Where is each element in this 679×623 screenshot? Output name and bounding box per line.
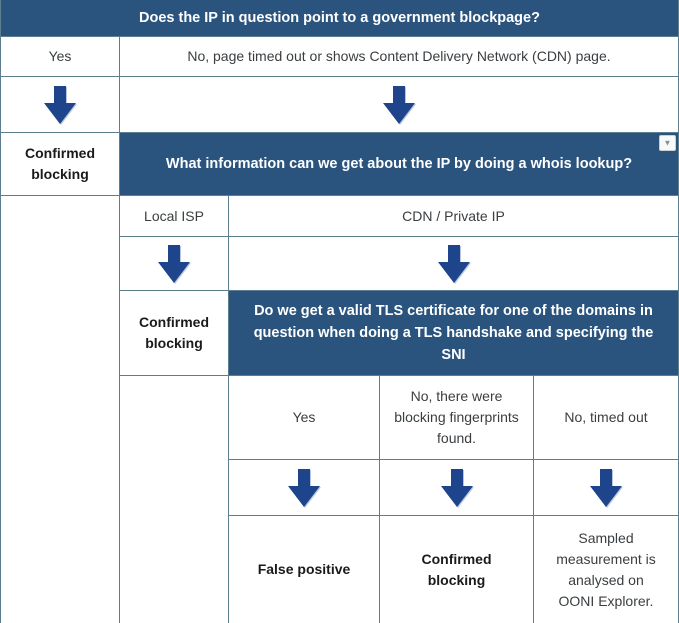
answer-q3-no-timed-out: No, timed out <box>564 409 648 425</box>
answer-q3-yes-cell: Yes <box>229 376 380 460</box>
answer-q3-no-timed-out-cell: No, timed out <box>534 376 679 460</box>
answer-q2-cdn-private-cell: CDN / Private IP <box>229 196 679 237</box>
dropdown-button[interactable]: ▼ <box>659 135 676 151</box>
arrow-down-icon <box>440 468 473 507</box>
question-2-text: What information can we get about the IP… <box>165 156 633 172</box>
result-confirmed-blocking-2-cell: Confirmed blocking <box>120 291 229 376</box>
result-sampled-measurement-cell: Sampled measurement is analysed on OONI … <box>534 516 679 623</box>
result-confirmed-blocking-3: Confirmed blocking <box>421 550 492 588</box>
chevron-down-icon: ▼ <box>663 138 672 148</box>
answer-q2-local-isp: Local ISP <box>144 207 204 224</box>
arrow-cell-q1-no <box>120 77 679 133</box>
result-false-positive-cell: False positive <box>229 516 380 623</box>
arrow-cell-q2-cdn <box>229 237 679 291</box>
empty-cell-col-a <box>0 196 120 623</box>
result-confirmed-blocking-1-cell: Confirmed blocking <box>0 133 120 196</box>
answer-q3-no-fingerprints: No, there were blocking fingerprints fou… <box>394 388 519 446</box>
result-confirmed-blocking-3-cell: Confirmed blocking <box>380 516 534 623</box>
arrow-cell-q1-yes <box>0 77 120 133</box>
answer-q1-yes: Yes <box>48 48 72 64</box>
arrow-cell-q3-fingerprints <box>380 460 534 516</box>
arrow-down-icon <box>437 244 470 283</box>
arrow-down-icon <box>590 468 622 507</box>
result-confirmed-blocking-1: Confirmed blocking <box>25 145 95 182</box>
question-3-text: Do we get a valid TLS certificate for on… <box>253 303 654 363</box>
arrow-cell-q3-timeout <box>534 460 679 516</box>
arrow-down-icon <box>44 85 76 124</box>
arrow-cell-q3-yes <box>229 460 380 516</box>
result-sampled-measurement: Sampled measurement is analysed on OONI … <box>556 529 656 609</box>
arrow-cell-q2-local <box>120 237 229 291</box>
question-1-text: Does the IP in question point to a gover… <box>139 10 540 26</box>
result-confirmed-blocking-2: Confirmed blocking <box>139 314 209 351</box>
question-1-header: Does the IP in question point to a gover… <box>0 0 679 37</box>
empty-cell-col-b <box>120 376 229 623</box>
result-false-positive: False positive <box>257 561 351 577</box>
answer-q2-local-isp-cell: Local ISP <box>120 196 229 237</box>
answer-q1-yes-cell: Yes <box>0 37 120 77</box>
arrow-down-icon <box>158 244 190 283</box>
arrow-down-icon <box>288 468 320 507</box>
question-2-header: What information can we get about the IP… <box>120 133 679 196</box>
arrow-down-icon <box>383 85 415 124</box>
answer-q3-no-fingerprints-cell: No, there were blocking fingerprints fou… <box>380 376 534 460</box>
answer-q2-cdn-private: CDN / Private IP <box>402 207 505 224</box>
answer-q1-no-cell: No, page timed out or shows Content Deli… <box>120 37 679 77</box>
answer-q3-yes: Yes <box>292 409 316 425</box>
answer-q1-no: No, page timed out or shows Content Deli… <box>187 48 611 64</box>
question-3-header: Do we get a valid TLS certificate for on… <box>229 291 679 376</box>
